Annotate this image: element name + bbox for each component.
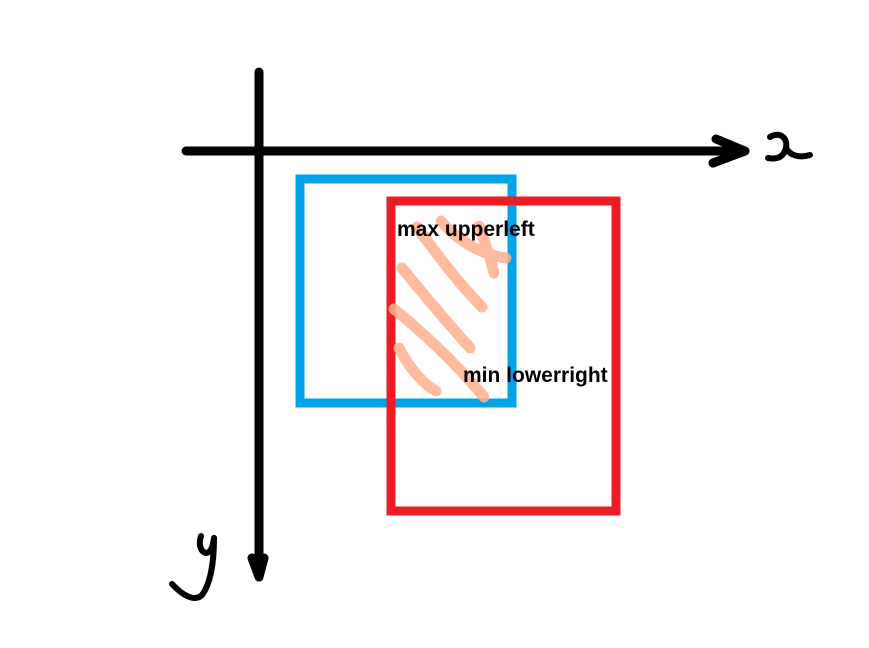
hatch-stroke xyxy=(388,303,490,403)
hatch-stroke xyxy=(393,342,442,397)
min-lowerright-label: min lowerright xyxy=(463,364,608,387)
y-axis xyxy=(247,67,269,582)
hatch-stroke xyxy=(396,262,476,354)
hatch-stroke xyxy=(473,220,500,279)
hatch-stroke xyxy=(435,215,512,264)
intersection-hatching xyxy=(388,215,512,403)
y-axis-arrowhead xyxy=(247,553,269,582)
y-axis-label-glyph xyxy=(169,533,217,601)
box-b xyxy=(386,196,621,516)
hatch-stroke xyxy=(411,221,488,313)
x-axis-arrowhead xyxy=(708,134,750,168)
x-axis xyxy=(181,134,750,168)
box-a xyxy=(295,174,517,408)
x-axis-label-glyph xyxy=(765,131,813,162)
max-upperleft-label: max upperleft xyxy=(397,218,535,241)
